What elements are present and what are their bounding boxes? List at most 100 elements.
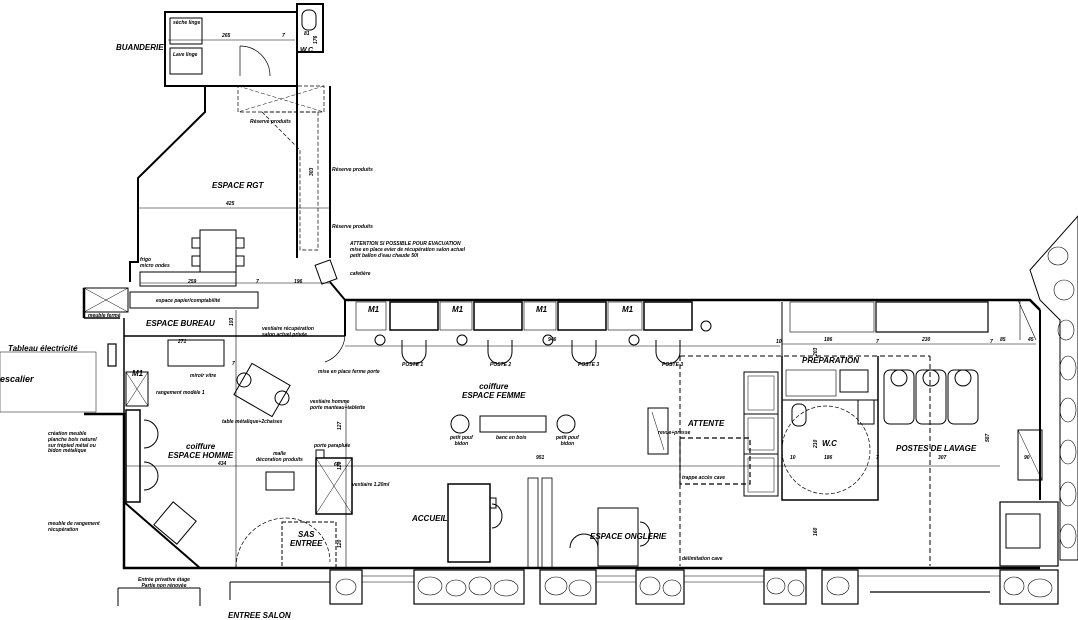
attente-seats: [743, 371, 779, 497]
label-miroir-vitre: miroir vitre: [190, 373, 217, 379]
label-reserve-3: Réserve produits: [332, 224, 373, 230]
preparation-counter: [785, 369, 837, 397]
label-espace-papier: espace papier/comptabilité: [156, 298, 221, 304]
glass-partition-1: [527, 477, 539, 569]
label-pouf-2: petit pouf bidon: [556, 435, 579, 447]
dim-120b: 120: [337, 461, 343, 470]
entree-opening: [229, 581, 331, 600]
rgt-chair-1: [191, 237, 201, 249]
dim-946: 946: [548, 337, 557, 343]
poste-chairs: [374, 320, 712, 365]
dim-85: 85: [1000, 337, 1006, 343]
dim-951: 951: [536, 455, 545, 461]
dim-196: 196: [294, 279, 303, 285]
onglerie-chair: [569, 533, 599, 549]
reserve-produits-diagonal: [261, 111, 319, 251]
room-postes-lavage: POSTES DE LAVAGE: [896, 444, 977, 453]
rgt-chair-2: [235, 237, 245, 249]
dim-434: 434: [218, 461, 227, 467]
preparation-walls: [781, 356, 879, 501]
tableau-box: [107, 343, 117, 367]
label-vestiaire-homme: vestiaire homme porte manteau+tablette: [310, 399, 366, 411]
label-reserve-2: Réserve produits: [332, 167, 373, 173]
dim-10a: 10: [776, 339, 782, 345]
wc-right-sink: [857, 399, 875, 425]
dim-7f: 7: [876, 455, 879, 461]
room-coiffure-femme: coiffure ESPACE FEMME: [462, 382, 526, 401]
label-entree-privative: Entrée privative étage Partie non rénové…: [138, 577, 190, 589]
right-door-inner: [1005, 513, 1041, 549]
bureau-door-swing: [324, 335, 346, 363]
label-cafetiere: cafetière: [350, 271, 371, 277]
porte-parapluie: [315, 449, 325, 459]
dim-193: 193: [229, 317, 235, 326]
dim-259: 259: [188, 279, 197, 285]
room-escalier: escalier: [0, 374, 34, 384]
label-frigo: frigo micro ondes: [140, 257, 170, 269]
rgt-chair-3: [191, 255, 201, 267]
sas-door-swing-2: [285, 517, 331, 563]
right-stone-texture: [1047, 246, 1077, 549]
right-stone-wall: [1029, 215, 1078, 561]
reserve-cross-2: [237, 85, 325, 113]
chair-bureau-1: [236, 372, 252, 388]
dim-7a: 7: [282, 33, 285, 39]
chair-homme-1: [143, 419, 159, 449]
label-porte-parapluie: porte parapluie: [314, 443, 351, 449]
dim-7c: 7: [232, 361, 235, 367]
label-lave-linge: Lave linge: [173, 52, 198, 58]
wc-top-walls: [296, 3, 324, 53]
room-preparation: PREPARATION: [802, 356, 860, 365]
rangement-x2: [125, 371, 149, 407]
femme-entrance-wall: [329, 281, 346, 336]
label-poste-2: POSTE 2: [490, 362, 512, 368]
label-vestiaire-recup: vestiaire récupération salon actuel priv…: [262, 326, 314, 338]
room-accueil: ACCUEIL: [412, 514, 448, 523]
top-right-cabinet-1: [789, 301, 875, 333]
label-m1-c: M1: [536, 305, 548, 314]
label-m1-a: M1: [368, 305, 380, 314]
right-stair-lines: [1017, 299, 1037, 341]
meuble-homme: [125, 409, 141, 503]
dim-186a: 186: [824, 337, 833, 343]
label-table-metal: table métalique+2chaises: [222, 419, 283, 425]
top-right-cabinet-2: [875, 301, 989, 333]
label-poste-3b: POSTE 3: [662, 362, 684, 368]
vestiaire-120-box: [315, 457, 353, 515]
wc-door-swing: [781, 405, 871, 495]
sas-door-swing: [235, 517, 287, 569]
bureau-desk: [167, 339, 225, 367]
banc-bois: [479, 415, 547, 433]
room-coiffure-homme: coiffure ESPACE HOMME: [168, 442, 234, 461]
room-espace-bureau: ESPACE BUREAU: [146, 319, 215, 328]
vestiaire-x2: [315, 457, 353, 515]
label-creation-meuble: création meuble planche bois naturel sur…: [48, 431, 97, 455]
dim-81: 81: [304, 31, 310, 37]
label-m1-b: M1: [452, 305, 464, 314]
seche-linge-unit: [169, 17, 203, 45]
buanderie-door-swing: [239, 45, 271, 77]
diagonal-wall-homme: [123, 501, 201, 569]
room-wc-top: W.C: [300, 47, 314, 54]
pouf-2: [556, 414, 576, 434]
label-attention: ATTENTION SI POSSIBLE POUR EVACUATION mi…: [350, 241, 466, 259]
room-sas-entree: SAS ENTREE: [290, 530, 323, 549]
label-porte-ferme: mise en place ferme porte: [318, 369, 380, 375]
label-pouf-1: petit pouf bidon: [450, 435, 473, 447]
label-banc: banc en bois: [496, 435, 527, 441]
onglerie-desk: [597, 507, 639, 567]
window-glazing: [362, 575, 1000, 593]
accueil-desk: [447, 483, 491, 563]
preparation-sink: [839, 369, 869, 393]
dim-7e: 7: [990, 339, 993, 345]
dim-60: 60: [334, 462, 340, 468]
dim-186b: 186: [824, 455, 833, 461]
dim-587: 587: [985, 433, 991, 442]
dim-230: 230: [922, 337, 931, 343]
main-outer-wall: [82, 288, 1041, 570]
dim-271: 271: [178, 339, 187, 345]
dim-203: 203: [813, 347, 819, 356]
escalier-block: [0, 351, 97, 413]
glass-partition-2: [541, 477, 553, 569]
dim-265: 265: [222, 33, 231, 39]
